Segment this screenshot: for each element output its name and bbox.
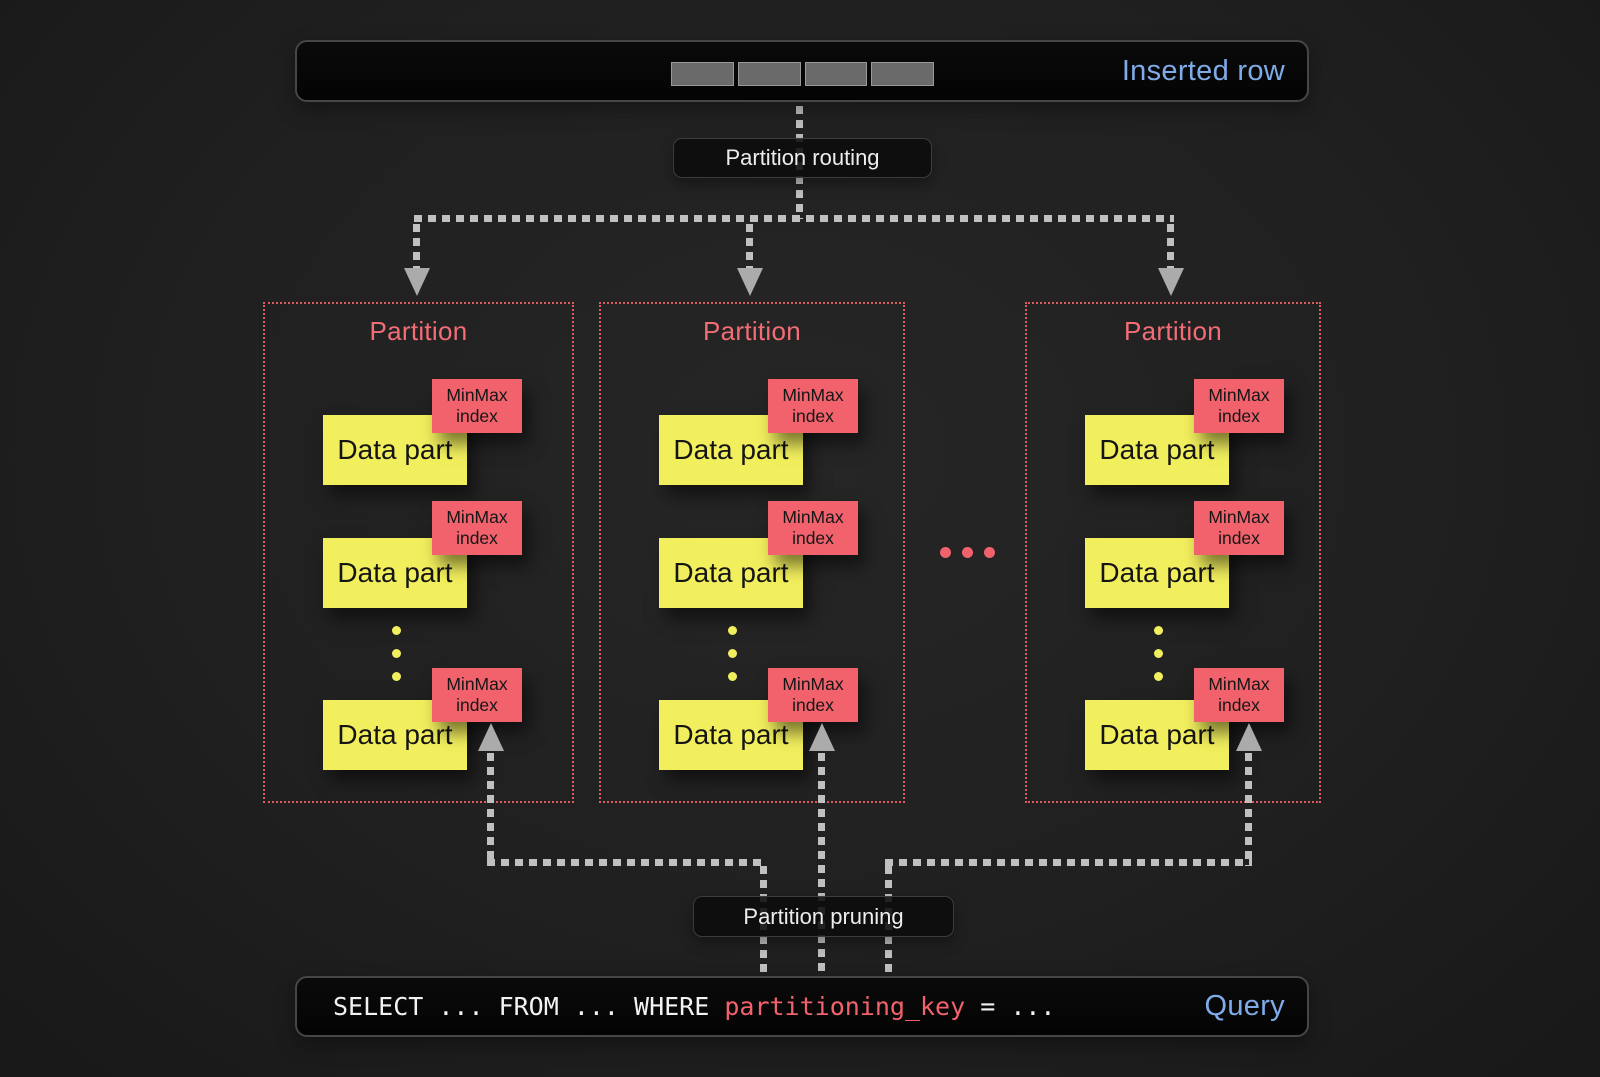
row-cell [871, 62, 934, 86]
partition-title: Partition [1123, 316, 1223, 346]
data-part-box: Data part [323, 700, 467, 770]
routing-arrow-line [746, 224, 753, 270]
sql-text: SELECT ... FROM ... WHERE partitioning_k… [333, 978, 1055, 1035]
row-cell [737, 62, 801, 86]
minmax-index-tag: MinMax index [768, 379, 858, 433]
inserted-row-label: Inserted row [1121, 54, 1285, 87]
partition-box: Partition Data part MinMax index Data pa… [1025, 302, 1321, 803]
minmax-index-tag: MinMax index [768, 501, 858, 555]
routing-branch-line [414, 215, 1174, 222]
routing-arrow-line [413, 224, 420, 270]
pruning-connector-line [487, 859, 767, 866]
row-cells-icon [671, 62, 934, 86]
pruning-connector-line [487, 753, 494, 866]
row-cell [671, 62, 734, 86]
query-label: Query [1204, 990, 1285, 1022]
pruning-connector-line [1245, 753, 1252, 866]
pruning-connector-line [818, 753, 825, 976]
more-parts-dots-icon [728, 626, 737, 681]
arrow-down-icon [737, 268, 763, 296]
minmax-index-tag: MinMax index [1194, 668, 1284, 722]
minmax-index-tag: MinMax index [432, 668, 522, 722]
arrow-down-icon [404, 268, 430, 296]
minmax-index-tag: MinMax index [432, 501, 522, 555]
more-parts-dots-icon [1154, 626, 1163, 681]
query-box: SELECT ... FROM ... WHERE partitioning_k… [295, 976, 1309, 1037]
arrow-down-icon [1158, 268, 1184, 296]
row-cell [804, 62, 868, 86]
arrow-up-icon [1236, 723, 1262, 751]
partition-pruning-label: Partition pruning [693, 896, 954, 937]
inserted-row-box: Inserted row [295, 40, 1309, 102]
ellipsis-dots-icon [940, 547, 995, 558]
minmax-index-tag: MinMax index [1194, 379, 1284, 433]
arrow-up-icon [478, 723, 504, 751]
partition-box: Partition Data part MinMax index Data pa… [263, 302, 574, 803]
more-parts-dots-icon [392, 626, 401, 681]
partition-title: Partition [702, 316, 802, 346]
sql-prefix: SELECT ... FROM ... WHERE [333, 992, 725, 1021]
routing-arrow-line [1167, 224, 1174, 270]
pruning-connector-line [885, 859, 1252, 866]
minmax-index-tag: MinMax index [768, 668, 858, 722]
arrow-up-icon [809, 723, 835, 751]
minmax-index-tag: MinMax index [432, 379, 522, 433]
data-part-box: Data part [1085, 415, 1229, 485]
partition-routing-label: Partition routing [673, 138, 932, 178]
sql-partitioning-key: partitioning_key [724, 992, 966, 1021]
sql-suffix: = ... [965, 992, 1056, 1021]
partition-title: Partition [369, 316, 468, 346]
minmax-index-tag: MinMax index [1194, 501, 1284, 555]
partition-box: Partition Data part MinMax index Data pa… [599, 302, 905, 803]
